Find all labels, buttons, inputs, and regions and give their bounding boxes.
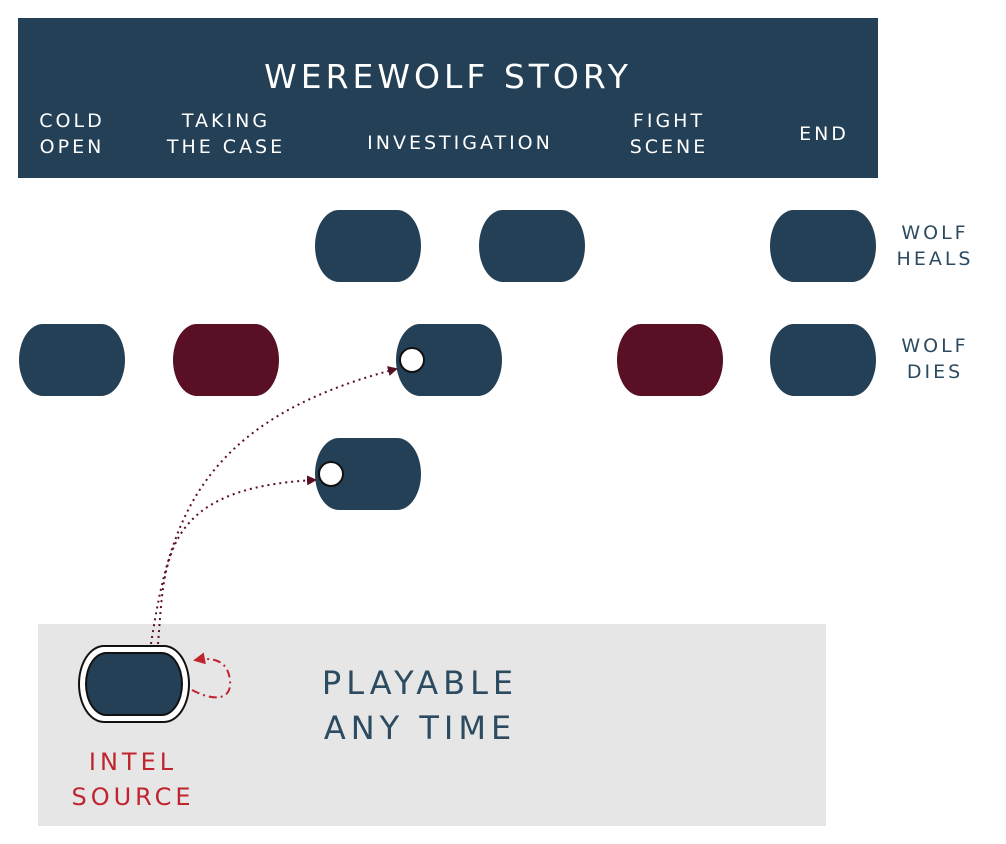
header-banner: WEREWOLF STORY COLD OPEN TAKING THE CASE… [18, 18, 878, 178]
entry-point-dot [318, 461, 344, 487]
row-label-wolf-dies: WOLF DIES [901, 335, 969, 383]
column-label-investigation: INVESTIGATION [367, 132, 553, 154]
scene-node-cold-open[interactable] [19, 324, 125, 396]
connector-intel-to-investigation-extra [157, 475, 317, 645]
scene-node-investigation-heals-2[interactable] [479, 210, 585, 282]
scene-node-investigation-heals-1[interactable] [315, 210, 421, 282]
intel-source-node-inner [85, 652, 183, 716]
column-label-taking-the-case: TAKING THE CASE [166, 110, 286, 158]
connector-intel-to-investigation-dies [150, 366, 398, 645]
diagram-title: WEREWOLF STORY [264, 57, 632, 96]
row-label-wolf-heals: WOLF HEALS [896, 222, 974, 270]
column-label-fight-scene: FIGHT SCENE [629, 110, 709, 158]
scene-node-end-heals[interactable] [770, 210, 876, 282]
scene-node-fight-scene[interactable] [617, 324, 723, 396]
intel-source-label: INTEL SOURCE [71, 748, 195, 811]
intel-source-node[interactable] [78, 645, 190, 723]
scene-node-end-dies[interactable] [770, 324, 876, 396]
connector-intel-self-loop [191, 652, 232, 699]
column-label-end: END [799, 123, 849, 145]
scene-node-taking-the-case[interactable] [173, 324, 279, 396]
entry-point-dot [399, 347, 425, 373]
playable-any-time-label: PLAYABLE ANY TIME [321, 664, 519, 747]
column-label-cold-open: COLD OPEN [39, 110, 105, 158]
